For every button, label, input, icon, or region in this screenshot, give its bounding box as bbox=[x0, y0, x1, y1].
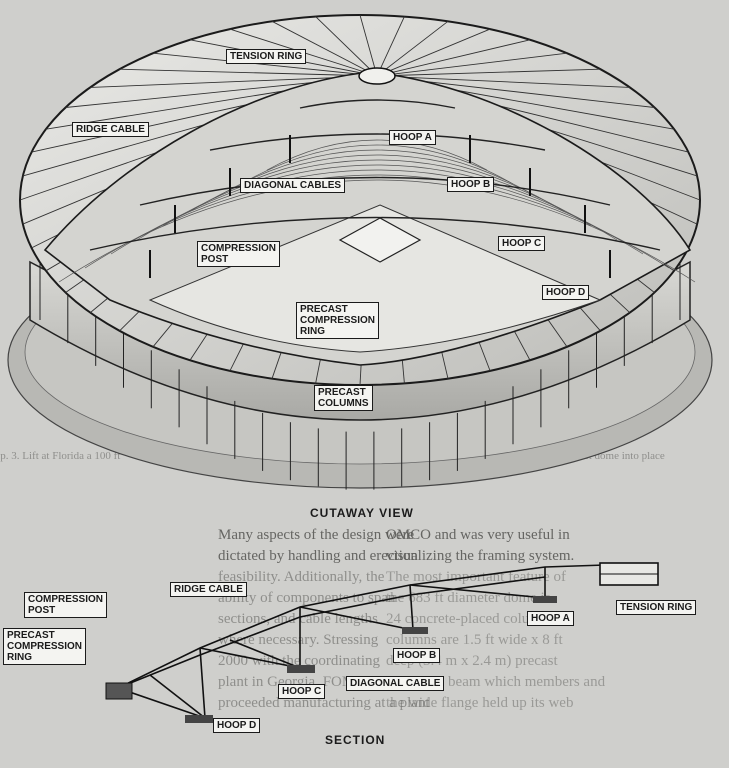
section-label-ridge-cable: RIDGE CABLE bbox=[170, 582, 247, 597]
section-hoop-d-block bbox=[185, 715, 213, 723]
section-label-compression-post: COMPRESSION POST bbox=[24, 592, 108, 618]
bg-line: feasibility. Additionally, the bbox=[218, 569, 385, 585]
bg-line: plant in Georgia. FOMCO bbox=[218, 674, 377, 690]
bg-strip-left: sp. 3. Lift at Florida a 100 ft bbox=[0, 450, 121, 462]
section-label-hoop-c: HOOP C bbox=[278, 684, 326, 699]
ridge-cable-line bbox=[376, 68, 601, 77]
precast-columns-group bbox=[39, 262, 681, 490]
ridge-cable-line bbox=[271, 20, 378, 77]
bg-line: 24 concrete-placed columns bbox=[386, 611, 555, 627]
ridge-cable-line bbox=[119, 68, 378, 77]
hoop-b-structure bbox=[209, 133, 546, 151]
label-hoop-a: HOOP A bbox=[389, 130, 436, 145]
seating-row bbox=[240, 144, 514, 185]
label-precast-compression-ring: PRECAST COMPRESSION RING bbox=[296, 302, 380, 339]
compression-posts-group bbox=[149, 135, 611, 278]
label-hoop-b: HOOP B bbox=[447, 177, 495, 192]
section-label-hoop-a: HOOP A bbox=[527, 611, 574, 626]
bg-line: ability of components to span bbox=[218, 590, 396, 606]
seating-row bbox=[58, 179, 696, 283]
ridge-cable-line bbox=[376, 75, 630, 88]
section-drawing bbox=[117, 564, 606, 719]
section-label-tension-ring: TENSION RING bbox=[616, 600, 697, 615]
seating-row bbox=[266, 139, 488, 171]
hoop-a-structure bbox=[299, 99, 456, 109]
section-label-diagonal-cable: DIAGONAL CABLE bbox=[346, 676, 445, 691]
bg-line: proceeded manufacturing at a plant bbox=[218, 695, 430, 711]
ridge-cable-line bbox=[376, 39, 531, 77]
section-hoop-b-block bbox=[402, 627, 428, 634]
section-compression-ring bbox=[105, 682, 133, 700]
ridge-cable-line bbox=[376, 52, 568, 77]
bg-line: 2000 with the coordinating bbox=[218, 653, 381, 669]
bg-line: the wide flange held up its web bbox=[386, 695, 574, 711]
hoop-c-structure bbox=[139, 176, 611, 206]
seating-row bbox=[84, 174, 670, 269]
section-hoop-c-block bbox=[287, 665, 315, 673]
seating-row bbox=[188, 154, 566, 213]
label-diagonal-cables: DIAGONAL CABLES bbox=[240, 178, 346, 193]
label-compression-post: COMPRESSION POST bbox=[197, 241, 281, 267]
label-tension-ring: TENSION RING bbox=[226, 49, 307, 64]
ridge-cable-line bbox=[152, 52, 378, 77]
section-hoop-a-block bbox=[533, 596, 557, 603]
hoop-d-structure bbox=[89, 216, 661, 251]
caption-section: SECTION bbox=[325, 733, 386, 747]
bg-line: visualizing the framing system. bbox=[386, 548, 575, 564]
section-label-hoop-b: HOOP B bbox=[393, 648, 441, 663]
bg-text-column-right: OMCO and was very useful in visualizing t… bbox=[386, 525, 605, 714]
bg-line: OMCO and was very useful in bbox=[386, 527, 570, 543]
section-label-hoop-d: HOOP D bbox=[213, 718, 261, 733]
seating-row bbox=[110, 169, 644, 255]
label-hoop-c: HOOP C bbox=[498, 236, 546, 251]
bg-line: dictated by handling and erection bbox=[218, 548, 418, 564]
bg-line: Many aspects of the design were bbox=[218, 527, 415, 543]
ridge-cable-line bbox=[376, 16, 405, 77]
infield-diamond bbox=[338, 217, 422, 263]
bg-line: columns are 1.5 ft wide x 8 ft bbox=[386, 632, 563, 648]
ridge-cable-line bbox=[359, 14, 378, 77]
label-precast-columns: PRECAST COLUMNS bbox=[314, 385, 373, 411]
bg-text-column-left: Many aspects of the design were dictated … bbox=[218, 525, 430, 714]
label-hoop-d: HOOP D bbox=[542, 285, 590, 300]
section-label-precast-compression-ring: PRECAST COMPRESSION RING bbox=[3, 628, 87, 665]
seating-rows-group bbox=[58, 139, 696, 283]
ridge-cable-line bbox=[315, 16, 378, 77]
label-ridge-cable: RIDGE CABLE bbox=[72, 122, 149, 137]
caption-cutaway-view: CUTAWAY VIEW bbox=[310, 506, 414, 520]
tension-ring-shape bbox=[358, 67, 396, 85]
ridge-cable-line bbox=[376, 20, 449, 77]
ridge-cable-line bbox=[376, 28, 491, 77]
bg-line: where necessary. Stressing bbox=[218, 632, 379, 648]
baseball-field bbox=[148, 204, 602, 353]
seating-row bbox=[162, 159, 592, 227]
seating-row bbox=[214, 149, 540, 199]
seating-row bbox=[136, 164, 618, 241]
